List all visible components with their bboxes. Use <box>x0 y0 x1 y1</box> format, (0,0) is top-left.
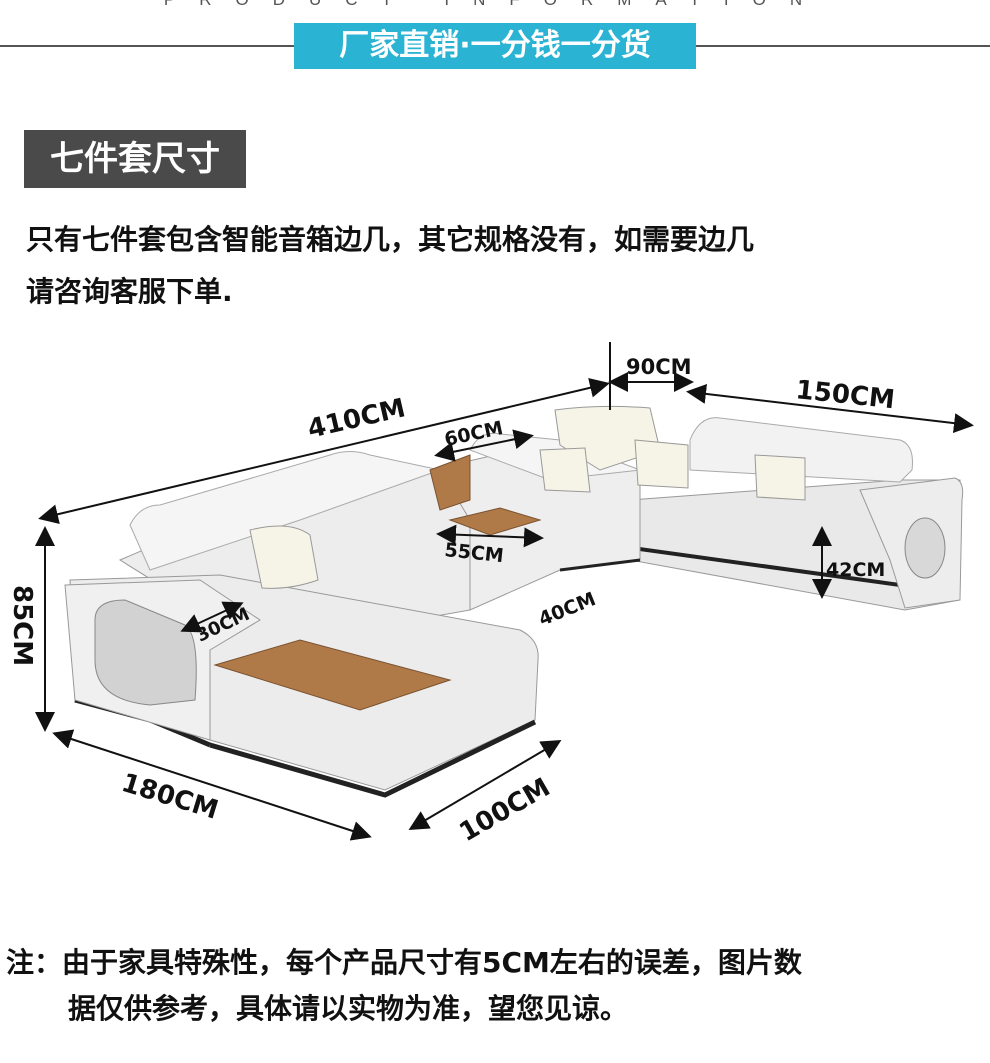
dim-chaise-width: 100CM <box>455 772 556 848</box>
disclaimer-note: 注：由于家具特殊性，每个产品尺寸有5CM左右的误差，图片数 据仅供参考，具体请以… <box>6 940 986 1032</box>
dimension-lines <box>35 342 974 841</box>
disclaimer-line-2: 据仅供参考，具体请以实物为准，望您见谅。 <box>68 992 629 1025</box>
sofa-illustration <box>64 405 964 798</box>
banner-divider-right <box>696 45 990 47</box>
dim-chaise-length: 180CM <box>118 768 222 826</box>
promo-banner: 厂家直销·一分钱一分货 <box>294 23 696 69</box>
intro-line-2: 请咨询客服下单. <box>26 275 233 308</box>
dim-seat-height: 42CM <box>826 559 885 581</box>
intro-line-1: 只有七件套包含智能音箱边几，其它规格没有，如需要边几 <box>26 223 755 256</box>
section-title: 七件套尺寸 <box>24 130 246 188</box>
dim-middle-depth: 90CM <box>626 355 692 379</box>
dim-right-length: 150CM <box>794 375 896 415</box>
dim-seat-depth: 40CM <box>536 588 599 631</box>
dim-height: 85CM <box>7 585 37 666</box>
intro-text: 只有七件套包含智能音箱边几，其它规格没有，如需要边几 请咨询客服下单. <box>26 214 966 318</box>
sofa-dimension-diagram: 410CM 90CM 150CM 60CM 55CM 42CM 40CM 85C… <box>7 342 974 848</box>
product-information-caption: PRODUCT INFORMATION <box>0 0 990 10</box>
dim-total-length: 410CM <box>305 393 408 445</box>
disclaimer-line-1: 注：由于家具特殊性，每个产品尺寸有5CM左右的误差，图片数 <box>6 946 802 979</box>
banner-divider-left <box>0 45 294 47</box>
